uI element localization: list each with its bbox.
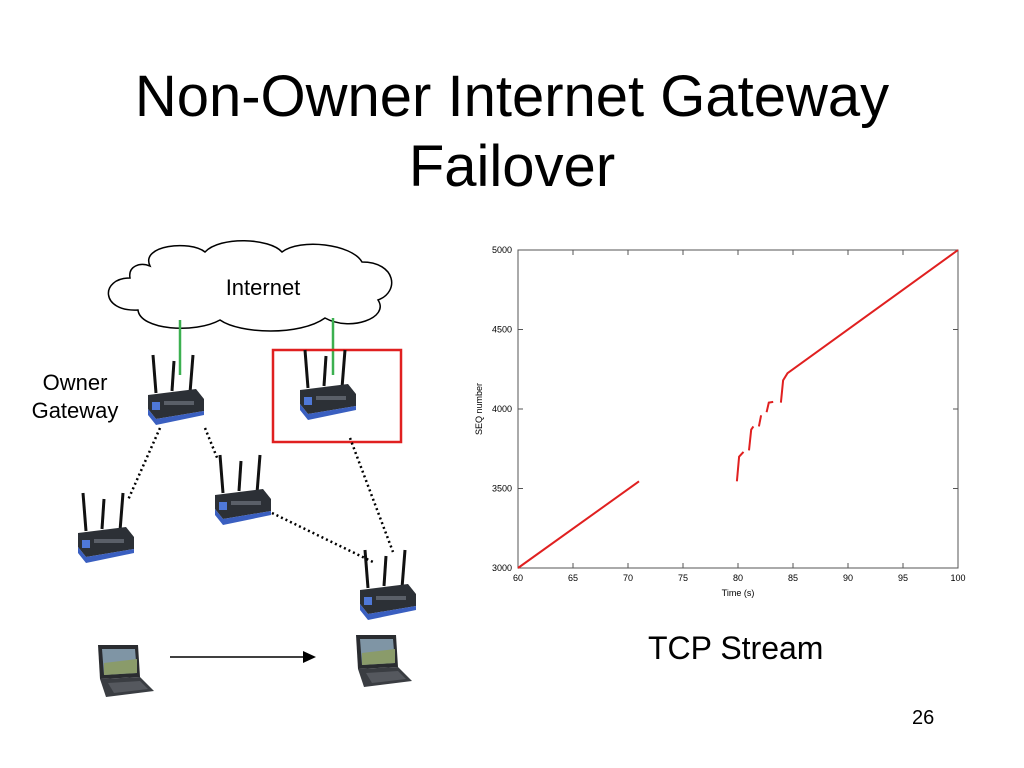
seq-series-segment (757, 415, 763, 427)
y-tick-label: 3000 (492, 563, 512, 573)
x-tick-label: 75 (678, 573, 688, 583)
router-icon (358, 548, 418, 622)
y-tick-label: 3500 (492, 484, 512, 494)
mesh-links (126, 427, 395, 565)
x-tick-label: 60 (513, 573, 523, 583)
x-tick-label: 95 (898, 573, 908, 583)
slide-title: Non-Owner Internet Gateway Failover (60, 62, 964, 202)
slide-title-line1: Non-Owner Internet Gateway (134, 64, 890, 129)
laptop-icon (98, 645, 154, 697)
router-icon (76, 491, 136, 565)
failover-highlight-box (271, 348, 403, 444)
cloud-label: Internet (226, 275, 301, 300)
x-tick-label: 85 (788, 573, 798, 583)
seq-series-segment (779, 249, 959, 403)
router-icon (146, 353, 206, 427)
y-axis-label: SEQ number (474, 383, 484, 435)
x-tick-label: 90 (843, 573, 853, 583)
y-tick-label: 4000 (492, 404, 512, 414)
seq-series-segment (748, 425, 755, 451)
cloud-icon (107, 240, 393, 332)
slide-title-line2: Failover (408, 134, 616, 199)
owner-label-line2: Gateway (32, 398, 119, 423)
owner-label-line1: Owner (43, 370, 108, 395)
seq-series-segment (765, 400, 774, 413)
arrow-right-icon (170, 651, 316, 663)
page-number: 26 (912, 707, 935, 729)
x-axis-label: Time (s) (722, 588, 755, 598)
x-tick-label: 100 (950, 573, 965, 583)
laptop-icon (356, 635, 412, 687)
chart-caption: TCP Stream (648, 630, 824, 666)
seq-series-segment (735, 451, 745, 482)
network-diagram: Internet Owner Gateway (32, 240, 418, 697)
router-icon (213, 453, 273, 527)
x-tick-label: 80 (733, 573, 743, 583)
x-tick-label: 70 (623, 573, 633, 583)
seq-series-segment (517, 480, 640, 569)
router-icon (298, 348, 358, 422)
y-tick-label: 4500 (492, 325, 512, 335)
x-tick-label: 65 (568, 573, 578, 583)
y-tick-label: 5000 (492, 245, 512, 255)
